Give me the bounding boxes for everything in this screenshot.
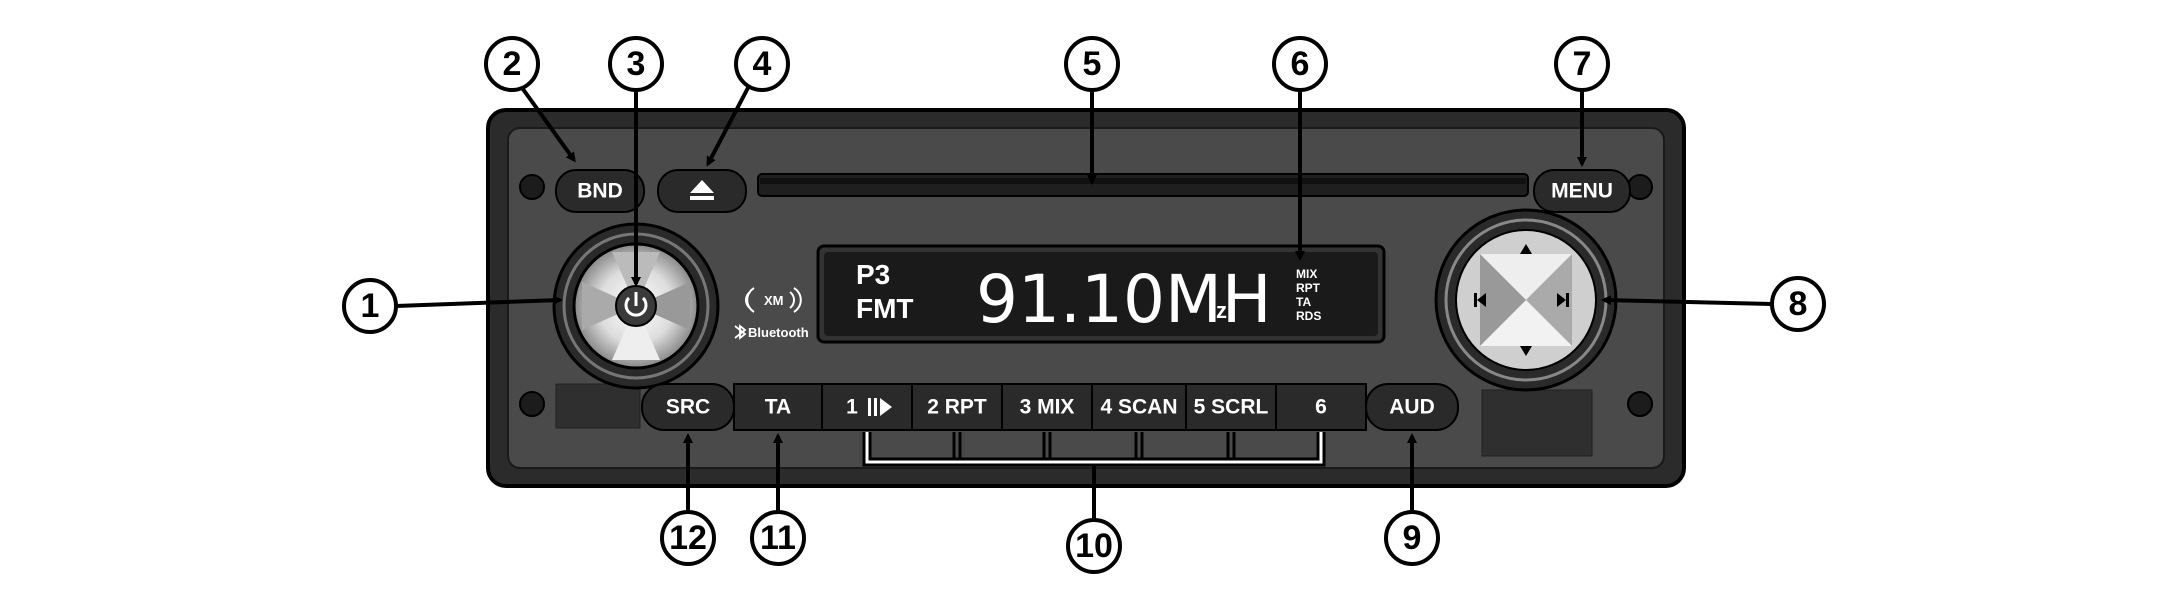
svg-text:3: 3 — [627, 45, 646, 83]
preset-6-label: 6 — [1315, 396, 1327, 419]
svg-text:1: 1 — [361, 287, 380, 325]
power-icon — [624, 292, 648, 317]
aud-button[interactable]: AUD — [1365, 383, 1459, 431]
leader-1 — [395, 295, 563, 308]
screw-bottom-right — [1627, 391, 1653, 417]
menu-button[interactable]: MENU — [1533, 169, 1631, 213]
cd-slot[interactable] — [757, 173, 1529, 197]
preset-3-button[interactable]: 3 MIX — [1001, 383, 1093, 431]
preset-4-label: 4 SCAN — [1100, 396, 1177, 419]
seek-forward-icon — [1557, 293, 1569, 307]
lcd-frequency: 91.10MH — [976, 261, 1272, 338]
preset-5-label: 5 SCRL — [1194, 396, 1269, 419]
callout-10-bracket-halo — [864, 432, 1324, 465]
ta-button-label: TA — [765, 396, 791, 419]
cd-slot-shadow — [760, 178, 1526, 184]
screw-bottom-left — [519, 391, 545, 417]
callout-7: 7 — [1554, 36, 1610, 92]
lcd-indicator-mix: MIX — [1296, 267, 1317, 281]
lcd-preset: P3 — [856, 259, 890, 290]
svg-text:5: 5 — [1083, 45, 1102, 83]
play-pause-icon — [868, 398, 892, 416]
bnd-button[interactable]: BND — [555, 169, 645, 213]
blank-panel-left — [555, 383, 641, 429]
bnd-button-label: BND — [577, 180, 623, 203]
leader-2 — [518, 83, 576, 163]
screw-top-right — [1627, 174, 1653, 200]
preset-3-label: 3 MIX — [1020, 396, 1075, 419]
callout-1: 1 — [342, 278, 398, 334]
menu-button-label: MENU — [1551, 180, 1613, 203]
callout-10: 10 — [1066, 518, 1122, 574]
callout-9: 9 — [1384, 510, 1440, 566]
ta-button[interactable]: TA — [733, 383, 823, 431]
preset-6-button[interactable]: 6 — [1275, 383, 1367, 431]
preset-2-button[interactable]: 2 RPT — [911, 383, 1003, 431]
up-arrow-icon — [1520, 244, 1532, 254]
lcd-mode: FMT — [856, 293, 914, 324]
callout-8: 8 — [1770, 276, 1826, 332]
svg-text:11: 11 — [760, 519, 796, 557]
svg-text:10: 10 — [1075, 527, 1113, 565]
callout-2: 2 — [484, 36, 540, 92]
aud-button-label: AUD — [1389, 396, 1435, 419]
svg-text:9: 9 — [1403, 519, 1422, 557]
callout-6: 6 — [1272, 36, 1328, 92]
blank-panel-right — [1481, 389, 1593, 457]
down-arrow-icon — [1520, 346, 1532, 356]
callout-10-bracket — [862, 432, 1326, 520]
lcd-indicator-rds: RDS — [1296, 309, 1321, 323]
svg-text:2: 2 — [503, 45, 522, 83]
svg-text:12: 12 — [669, 519, 707, 557]
callout-11: 11 — [750, 510, 806, 566]
lcd-indicator-ta: TA — [1296, 295, 1311, 309]
eject-icon — [690, 180, 714, 200]
bluetooth-logo: Bluetooth — [734, 324, 809, 340]
bluetooth-logo-text: Bluetooth — [748, 325, 809, 340]
src-button-label: SRC — [666, 396, 710, 419]
preset-4-button[interactable]: 4 SCAN — [1091, 383, 1187, 431]
callout-3: 3 — [608, 36, 664, 92]
eject-button[interactable] — [657, 169, 747, 213]
svg-text:4: 4 — [753, 45, 772, 83]
leader-8 — [1601, 295, 1773, 306]
callout-4: 4 — [734, 36, 790, 92]
lcd-display: P3 FMT 91.10MH z MIX RPT TA RDS — [816, 244, 1386, 344]
preset-5-button[interactable]: 5 SCRL — [1185, 383, 1277, 431]
lcd-frequency-suffix: z — [1216, 298, 1227, 323]
lcd-indicator-rpt: RPT — [1296, 281, 1321, 295]
preset-1-label: 1 — [846, 396, 858, 419]
callout-leaders — [395, 83, 1773, 512]
callout-5: 5 — [1064, 36, 1120, 92]
xm-logo: XM — [745, 287, 802, 313]
svg-text:8: 8 — [1789, 285, 1808, 323]
preset-2-label: 2 RPT — [927, 396, 987, 419]
svg-text:6: 6 — [1291, 45, 1310, 83]
svg-text:7: 7 — [1573, 45, 1592, 83]
leader-4 — [706, 83, 752, 167]
src-button[interactable]: SRC — [641, 383, 735, 431]
power-volume-knob[interactable] — [552, 222, 720, 390]
bluetooth-icon — [734, 324, 747, 340]
xm-logo-text: XM — [764, 293, 784, 308]
tune-seek-knob[interactable] — [1434, 208, 1618, 392]
preset-1-button[interactable]: 1 — [821, 383, 913, 431]
screw-top-left — [519, 174, 545, 200]
callout-12: 12 — [660, 510, 716, 566]
seek-back-icon — [1474, 293, 1486, 307]
